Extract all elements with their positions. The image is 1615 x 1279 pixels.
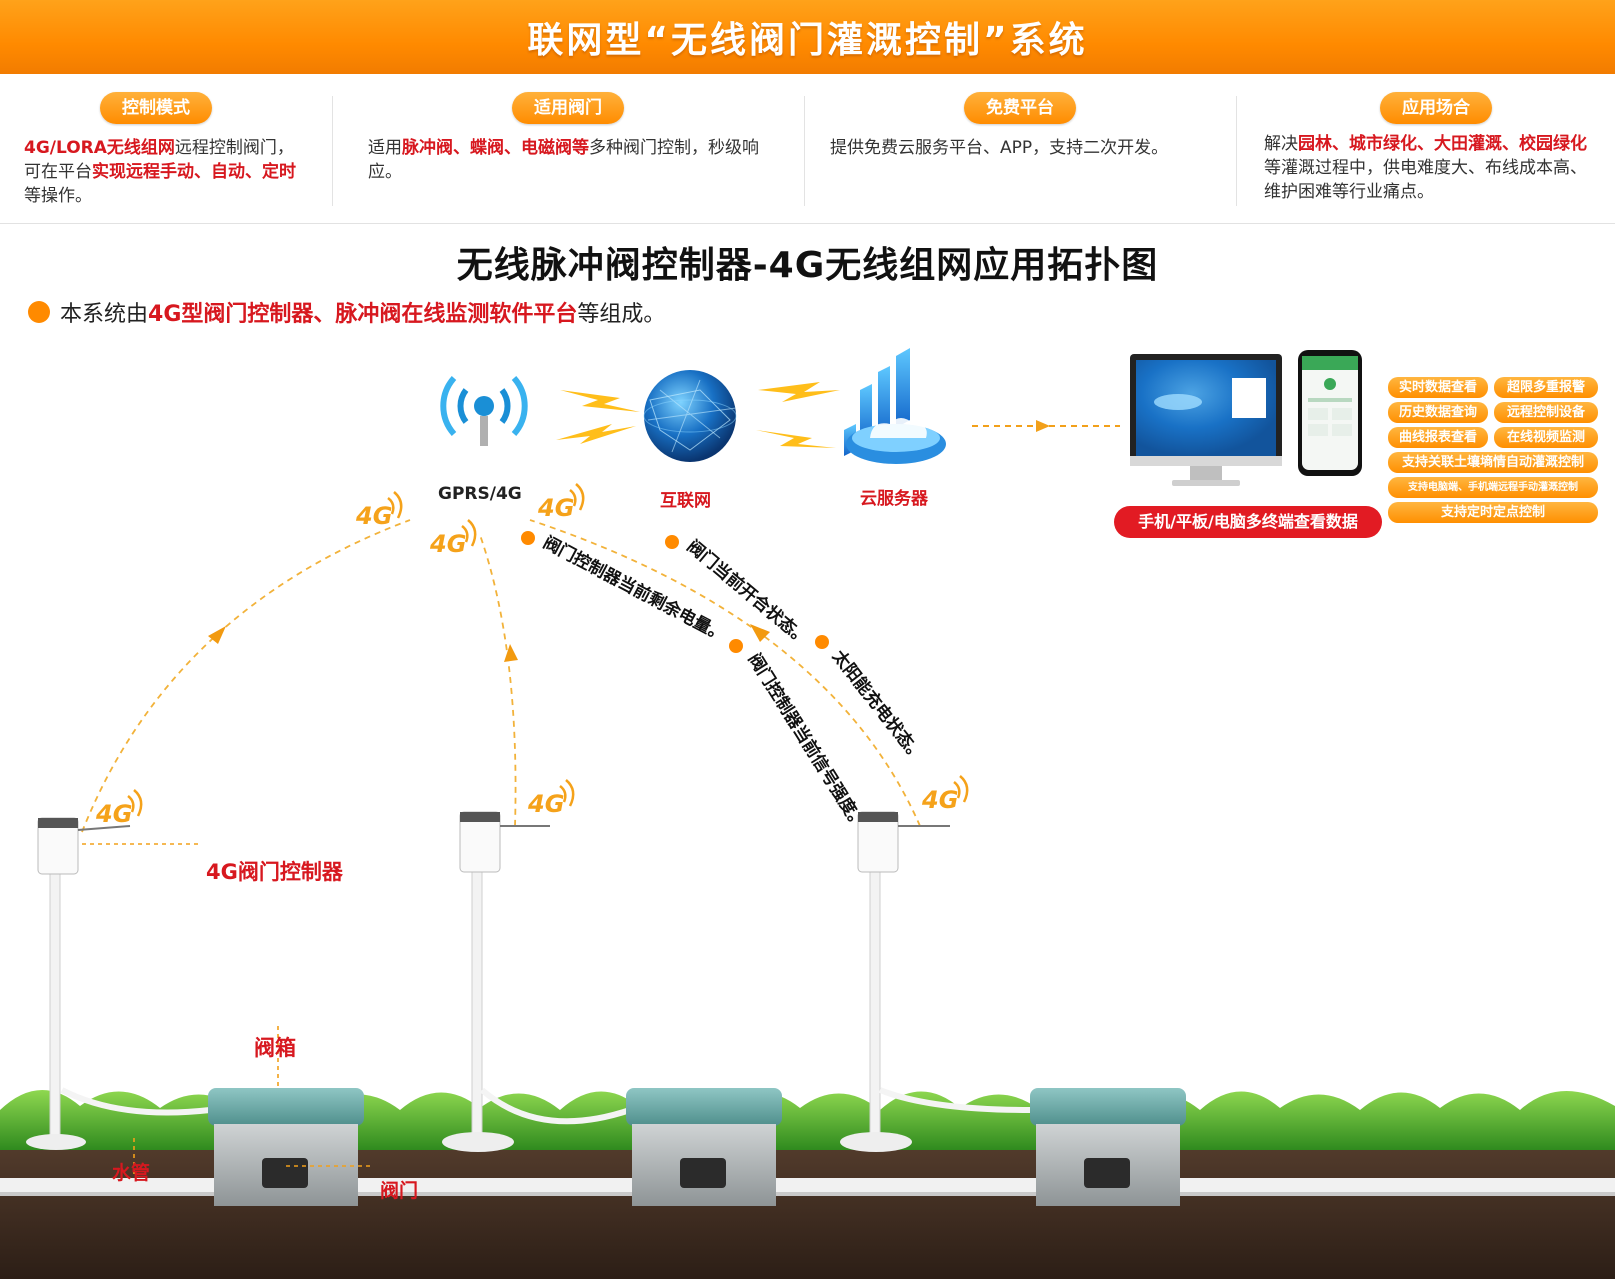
cloud-server-icon (844, 348, 946, 464)
terminal-caption: 手机/平板/电脑多终端查看数据 (1114, 506, 1382, 538)
info-1-part-1: 脉冲阀、蝶阀、电磁阀等 (402, 138, 589, 158)
lightning-icon (556, 382, 840, 448)
info-col-valves: 适用阀门 适用脉冲阀、蝶阀、电磁阀等多种阀门控制，秒级响应。 (334, 74, 804, 224)
pipe-label: 水管 (112, 1162, 151, 1184)
signal-4g-text: 4G (537, 494, 574, 522)
info-1-part-2: 多种阀门控制，秒级响应。 (368, 138, 759, 182)
feature-history-query: 历史数据查询 (1388, 402, 1488, 423)
info-0-part-3: 等操作。 (24, 186, 92, 206)
tag-platform: 免费平台 (964, 92, 1076, 124)
divider (804, 96, 805, 206)
flow-arrow-head (1036, 420, 1050, 432)
arrow-head (504, 644, 518, 662)
info-0-part-0: 4G/LORA无线组网 (24, 138, 175, 158)
controller-2 (442, 811, 550, 1152)
info-text-valves: 适用脉冲阀、蝶阀、电磁阀等多种阀门控制，秒级响应。 (368, 136, 788, 184)
feature-video-monitor: 在线视频监测 (1494, 427, 1598, 448)
tower-label: GPRS/4G (438, 484, 522, 504)
grass-layer (0, 1089, 1615, 1150)
tag-valves: 适用阀门 (512, 92, 624, 124)
valve-label: 阀门 (380, 1180, 419, 1202)
internet-label: 互联网 (660, 491, 711, 511)
divider (332, 96, 333, 206)
leader-lines (82, 843, 370, 1178)
signal-4g-text: 4G (921, 786, 958, 814)
info-col-applications: 应用场合 解决园林、城市绿化、大田灌溉、校园绿化等灌溉过程中，供电难度大、布线成… (1238, 74, 1615, 224)
info-3-part-0: 解决 (1264, 134, 1298, 154)
status-notes: 阀门控制器当前剩余电量。 阀门当前开合状态。 阀门控制器当前信号强度。 太阳能充… (521, 531, 928, 834)
feature-alarm: 超限多重报警 (1494, 377, 1598, 398)
info-row: 控制模式 4G/LORA无线组网远程控制阀门，可在平台实现远程手动、自动、定时等… (0, 74, 1615, 224)
water-pipe (0, 1178, 1615, 1194)
status-solar: 太阳能充电状态。 (828, 646, 928, 766)
monitor-icon (1130, 354, 1282, 486)
valve-box-2 (626, 1088, 782, 1206)
4g-wave-icons (127, 483, 969, 817)
feature-timed-control: 支持定时定点控制 (1388, 502, 1598, 523)
info-3-part-2: 等灌溉过程中，供电难度大、布线成本高、维护困难等行业痛点。 (1264, 158, 1587, 202)
signal-tower-icon (440, 376, 528, 446)
info-col-control-mode: 控制模式 4G/LORA无线组网远程控制阀门，可在平台实现远程手动、自动、定时等… (0, 74, 330, 224)
internet-globe-icon (643, 370, 737, 462)
intro-a: 本系统由 (60, 302, 149, 327)
4g-signal-labels: 4G 4G 4G 4G 4G 4G (95, 494, 958, 828)
feature-manual-irrigation: 支持电脑端、手机端远程手动灌溉控制 (1388, 477, 1598, 498)
bullet-dot (28, 301, 50, 323)
valve-box-1 (208, 1088, 364, 1206)
controller-1 (26, 817, 131, 1150)
info-2-part-0: 提供免费云服务平台、APP，支持二次开发。 (830, 138, 1169, 158)
arrow-head (750, 624, 770, 642)
tag-applications: 应用场合 (1380, 92, 1492, 124)
tag-control-mode: 控制模式 (100, 92, 212, 124)
intro-red: 4G型阀门控制器、脉冲阀在线监测软件平台 (148, 302, 578, 327)
signal-paths (81, 519, 921, 833)
header-banner: 联网型“无线阀门灌溉控制”系统 (0, 0, 1615, 74)
controller-3 (840, 811, 950, 1152)
info-3-part-1: 园林、城市绿化、大田灌溉、校园绿化 (1298, 134, 1587, 154)
page-title: 联网型“无线阀门灌溉控制”系统 (527, 20, 1088, 61)
feature-realtime-data: 实时数据查看 (1388, 377, 1488, 398)
feature-remote-control: 远程控制设备 (1494, 402, 1598, 423)
feature-soil-auto-irrigation: 支持关联土壤墒情自动灌溉控制 (1388, 452, 1598, 473)
cloud-label: 云服务器 (860, 489, 928, 509)
cables (60, 1087, 1031, 1125)
signal-4g-text: 4G (355, 502, 392, 530)
info-text-control-mode: 4G/LORA无线组网远程控制阀门，可在平台实现远程手动、自动、定时等操作。 (24, 136, 304, 208)
signal-4g-text: 4G (95, 800, 132, 828)
signal-4g-text: 4G (429, 530, 466, 558)
signal-4g-text: 4G (527, 790, 564, 818)
valve-box-label: 阀箱 (254, 1036, 296, 1060)
water-pipe-shadow (0, 1192, 1615, 1196)
diagram-title: 无线脉冲阀控制器-4G无线组网应用拓扑图 (456, 245, 1159, 286)
intro-b: 等组成。 (577, 302, 666, 327)
info-text-applications: 解决园林、城市绿化、大田灌溉、校园绿化等灌溉过程中，供电难度大、布线成本高、维护… (1264, 132, 1594, 204)
arrow-head (208, 626, 226, 644)
valve-box-3 (1030, 1088, 1186, 1206)
controller-label: 4G阀门控制器 (206, 860, 343, 884)
info-0-part-2: 实现远程手动、自动、定时 (92, 162, 296, 182)
topology-diagram: 4G 4G 4G 4G 4G 4G 阀门控制器当前剩余电量。 阀门当前开合状态。… (0, 348, 1615, 1279)
info-0-part-1: 远程控制阀门，可在平台 (24, 138, 294, 182)
feature-chart-report: 曲线报表查看 (1388, 427, 1488, 448)
info-text-platform: 提供免费云服务平台、APP，支持二次开发。 (830, 136, 1230, 160)
info-1-part-0: 适用 (368, 138, 402, 158)
info-col-platform: 免费平台 提供免费云服务平台、APP，支持二次开发。 (806, 74, 1236, 224)
phone-icon (1298, 350, 1362, 476)
divider (1236, 96, 1237, 206)
